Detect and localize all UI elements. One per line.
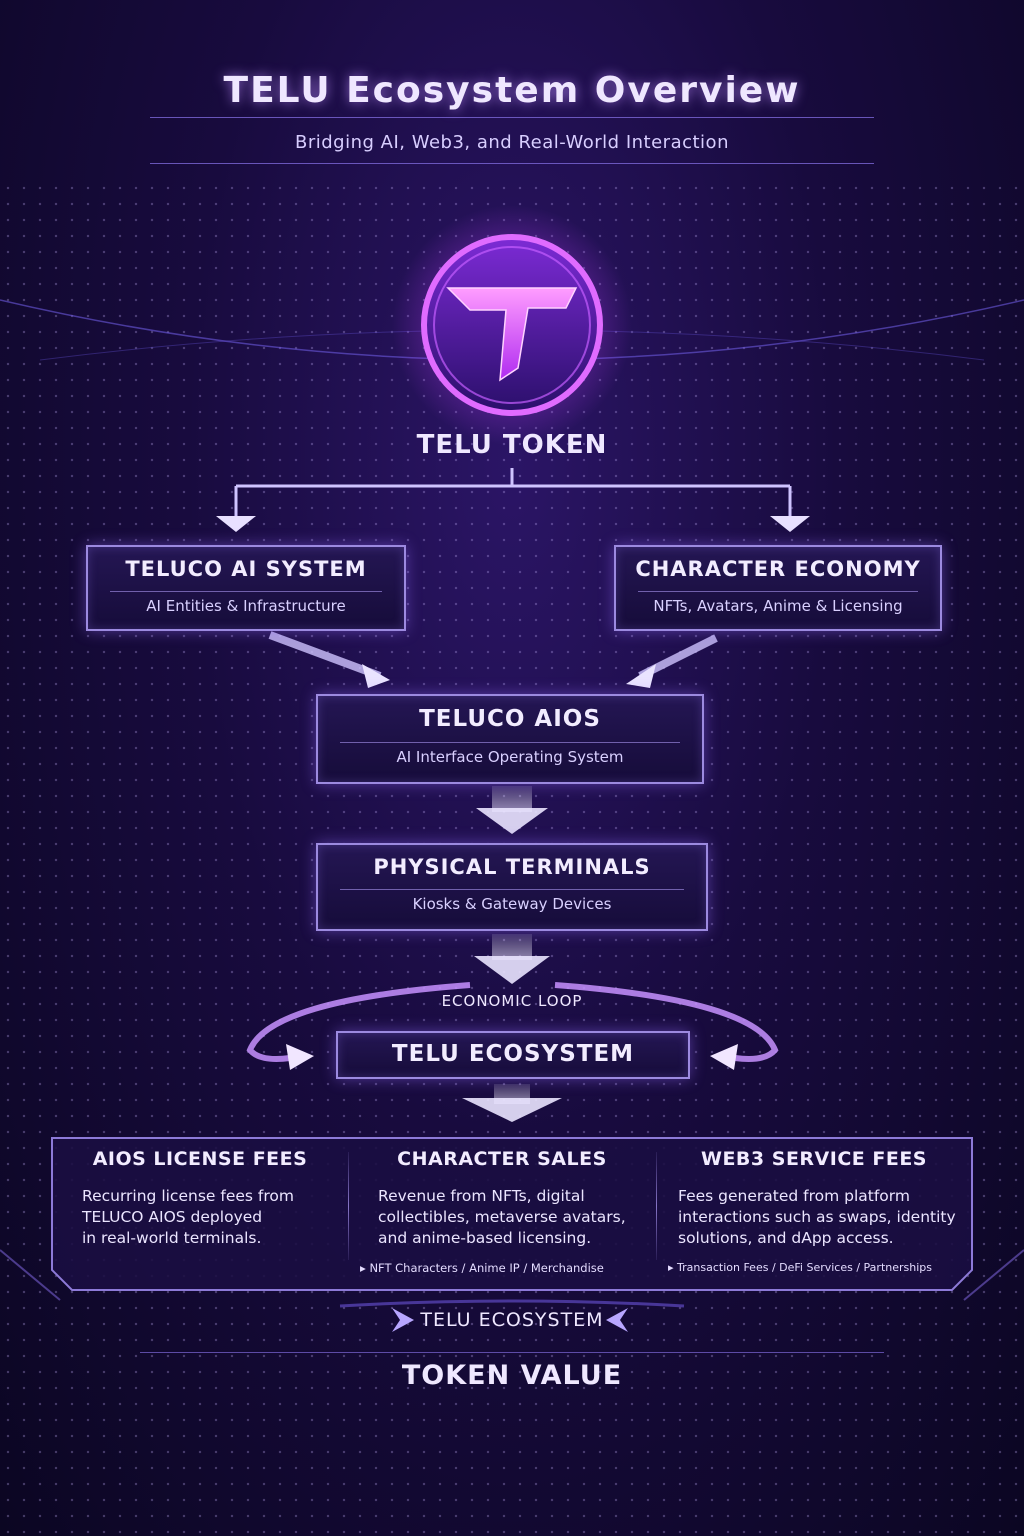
arrow-to-ai-system — [216, 516, 256, 532]
arrow-ai-to-aios — [268, 631, 382, 680]
revenue-character-sales: CHARACTER SALES Revenue from NFTs, digit… — [348, 1138, 656, 1290]
bottom-ecosystem-label: TELU ECOSYSTEM — [420, 1309, 604, 1331]
node-character-economy-subtitle: NFTs, Avatars, Anime & Licensing — [653, 597, 903, 615]
loop-arc-left — [246, 982, 471, 1062]
revenue-description: Recurring license fees from TELUCO AIOS … — [82, 1186, 334, 1249]
revenue-line: interactions such as swaps, identity — [678, 1208, 956, 1226]
revenue-panel-glow — [0, 1249, 1024, 1301]
revenue-line: collectibles, metaverse avatars, — [378, 1208, 626, 1226]
token-branch-line — [234, 468, 792, 520]
bottom-arrow-right — [606, 1308, 628, 1332]
bottom-rule — [140, 1352, 884, 1353]
node-terminals-subtitle: Kiosks & Gateway Devices — [412, 895, 612, 913]
node-aios: TELUCO AIOS AI Interface Operating Syste… — [316, 694, 704, 784]
revenue-footer-text: NFT Characters / Anime IP / Merchandise — [369, 1261, 604, 1275]
node-ai-system: TELUCO AI SYSTEM AI Entities & Infrastru… — [86, 545, 406, 631]
node-ai-system-title: TELUCO AI SYSTEM — [125, 557, 367, 581]
loop-arc-right — [554, 982, 779, 1062]
divider — [656, 1152, 657, 1260]
node-character-economy-title: CHARACTER ECONOMY — [635, 557, 921, 581]
node-ecosystem: TELU ECOSYSTEM — [336, 1031, 690, 1079]
revenue-title: AIOS LICENSE FEES — [92, 1148, 308, 1170]
node-terminals-title: PHYSICAL TERMINALS — [373, 855, 651, 879]
revenue-line: Recurring license fees from — [82, 1187, 294, 1205]
telu-logo-icon — [392, 205, 632, 445]
revenue-line: Fees generated from platform — [678, 1187, 910, 1205]
revenue-aios-license-fees: AIOS LICENSE FEES Recurring license fees… — [52, 1138, 348, 1290]
economic-loop-label: ECONOMIC LOOP — [441, 992, 583, 1010]
revenue-footer-text: Transaction Fees / DeFi Services / Partn… — [677, 1261, 932, 1274]
node-ai-system-subtitle: AI Entities & Infrastructure — [146, 597, 346, 615]
header-rule-bottom — [150, 163, 874, 164]
revenue-title: WEB3 SERVICE FEES — [701, 1148, 927, 1170]
revenue-line: TELUCO AIOS deployed — [82, 1208, 263, 1226]
node-character-economy: CHARACTER ECONOMY NFTs, Avatars, Anime &… — [614, 545, 942, 631]
page-title: TELU Ecosystem Overview — [223, 70, 801, 111]
revenue-panel-frame — [51, 1137, 973, 1291]
node-terminals: PHYSICAL TERMINALS Kiosks & Gateway Devi… — [316, 843, 708, 931]
arrow-to-character-economy — [770, 516, 810, 532]
bottom-glow-bar — [339, 1299, 685, 1308]
page-subtitle: Bridging AI, Web3, and Real-World Intera… — [295, 132, 729, 153]
revenue-footer: ▸ Transaction Fees / DeFi Services / Par… — [668, 1261, 932, 1274]
revenue-web3-service-fees: WEB3 SERVICE FEES Fees generated from pl… — [656, 1138, 972, 1290]
node-ecosystem-title: TELU ECOSYSTEM — [391, 1041, 635, 1067]
header-rule-top — [150, 117, 874, 118]
revenue-line: and anime-based licensing. — [378, 1229, 592, 1247]
arrow-ecosystem-to-revenue — [462, 1084, 562, 1122]
arrow-aios-to-terminals — [476, 786, 548, 834]
revenue-footer: ▸ NFT Characters / Anime IP / Merchandis… — [360, 1261, 604, 1275]
revenue-description: Revenue from NFTs, digital collectibles,… — [378, 1186, 642, 1249]
bottom-arrow-left — [392, 1308, 414, 1332]
revenue-panel: AIOS LICENSE FEES Recurring license fees… — [52, 1138, 972, 1290]
revenue-line: Revenue from NFTs, digital — [378, 1187, 585, 1205]
token-label: TELU TOKEN — [416, 430, 608, 460]
revenue-description: Fees generated from platform interaction… — [678, 1186, 958, 1249]
revenue-line: solutions, and dApp access. — [678, 1229, 894, 1247]
revenue-title: CHARACTER SALES — [397, 1148, 607, 1170]
node-aios-subtitle: AI Interface Operating System — [396, 748, 624, 766]
revenue-line: in real-world terminals. — [82, 1229, 262, 1247]
node-aios-title: TELUCO AIOS — [419, 706, 601, 732]
divider — [348, 1152, 349, 1260]
arrow-terminals-to-ecosystem — [474, 934, 550, 984]
token-value-label: TOKEN VALUE — [401, 1360, 623, 1391]
